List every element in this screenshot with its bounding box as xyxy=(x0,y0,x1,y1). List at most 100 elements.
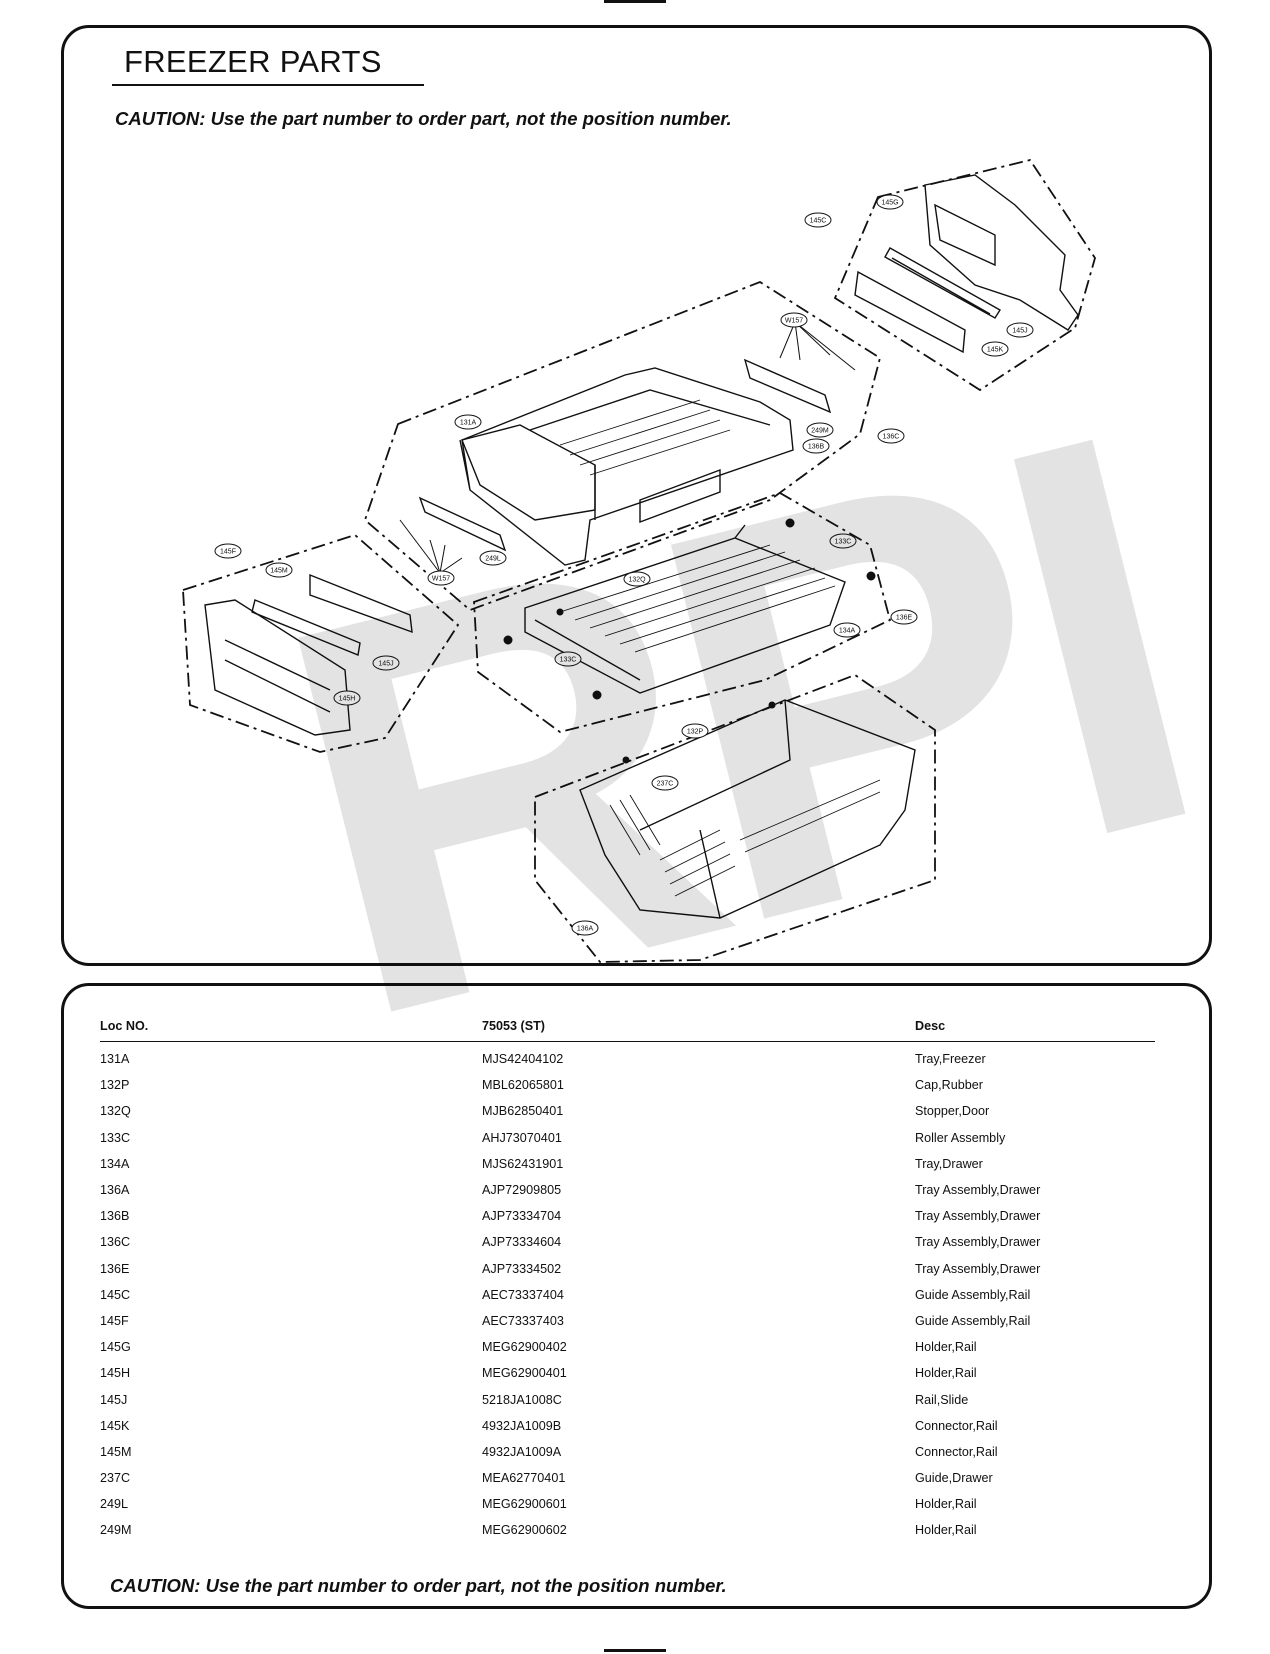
loc-no-cell: 145H xyxy=(100,1366,131,1381)
part-number-cell: AJP72909805 xyxy=(482,1183,562,1198)
part-number-cell: AEC73337404 xyxy=(482,1287,564,1302)
desc-cell: Connector,Rail xyxy=(915,1444,998,1459)
part-number-cell: MEG62900401 xyxy=(482,1366,567,1381)
callout-131A: 131A xyxy=(460,420,477,427)
desc-cell: Holder,Rail xyxy=(915,1366,977,1381)
loc-no-cell: 136C xyxy=(100,1235,131,1250)
callout-145M: 145M xyxy=(270,568,288,575)
desc-cell: Rail,Slide xyxy=(915,1392,969,1407)
loc-no-cell: 237C xyxy=(100,1471,131,1486)
callout-133C: 133C xyxy=(835,539,852,546)
callout-W157: W157 xyxy=(432,576,450,583)
table-row: 237C MEA62770401 Guide,Drawer xyxy=(100,1465,1155,1491)
table-row: 132Q MJB62850401 Stopper,Door xyxy=(100,1098,1155,1124)
basket-grill-136A xyxy=(609,779,881,897)
callout-136C: 136C xyxy=(883,434,900,441)
group-outline-136A xyxy=(534,673,936,963)
desc-cell: Stopper,Door xyxy=(915,1104,990,1119)
callout-136A: 136A xyxy=(577,926,594,933)
table-row: 136A AJP72909805 Tray Assembly,Drawer xyxy=(100,1177,1155,1203)
desc-cell: Guide Assembly,Rail xyxy=(915,1313,1031,1328)
desc-cell: Tray Assembly,Drawer xyxy=(915,1209,1041,1224)
group-outline-145F xyxy=(182,533,460,753)
callout-133C: 133C xyxy=(560,657,577,664)
loc-no-cell: 131A xyxy=(100,1052,130,1067)
tray-ribs-134A xyxy=(559,544,836,653)
part-number-cell: MJB62850401 xyxy=(482,1104,564,1119)
title-underline xyxy=(112,84,424,86)
group-outline-136C xyxy=(363,280,882,612)
callout-145K: 145K xyxy=(987,347,1004,354)
freezer-tray-131A xyxy=(459,367,794,566)
loc-no-cell: 132P xyxy=(100,1078,130,1093)
desc-cell: Holder,Rail xyxy=(915,1497,977,1512)
part-number-cell: MEA62770401 xyxy=(482,1471,566,1486)
rail-holder-249L xyxy=(418,496,507,552)
loc-no-cell: 145C xyxy=(100,1287,131,1302)
loc-no-cell: 133C xyxy=(100,1130,131,1145)
callout-132P: 132P xyxy=(687,729,704,736)
rail-holder-145H xyxy=(204,599,351,736)
part-number-cell: AJP73334604 xyxy=(482,1235,562,1250)
page-top-marker xyxy=(604,0,666,3)
diagram-panel xyxy=(61,25,1212,966)
page-title: FREEZER PARTS xyxy=(124,44,382,79)
caution-note-top: CAUTION: Use the part number to order pa… xyxy=(115,108,732,129)
part-number-cell: MEG62900402 xyxy=(482,1340,567,1355)
group-outline-136E xyxy=(473,492,892,733)
callout-145J: 145J xyxy=(378,661,393,668)
tray-insert-131A xyxy=(461,424,596,521)
group-outline-145C xyxy=(833,158,1096,392)
part-number-cell: AJP73334704 xyxy=(482,1209,562,1224)
callout-145H: 145H xyxy=(339,696,356,703)
exploded-parts-diagram: 145C 145G 145J 145K W157 131A 249M 136B … xyxy=(182,158,1096,963)
loc-no-cell: 132Q xyxy=(100,1104,131,1119)
part-number-cell: 5218JA1008C xyxy=(482,1392,562,1407)
slide-rail-145J-left xyxy=(251,599,361,656)
table-row: 134A MJS62431901 Tray,Drawer xyxy=(100,1151,1155,1177)
column-header-loc-no: Loc NO. xyxy=(100,1015,482,1042)
loc-no-cell: 145K xyxy=(100,1418,130,1433)
rail-connector-145K xyxy=(854,270,966,354)
desc-cell: Tray,Freezer xyxy=(915,1052,986,1067)
part-number-cell: MEG62900602 xyxy=(482,1523,567,1538)
part-number-cell: 4932JA1009A xyxy=(482,1444,562,1459)
part-number-cell: MEG62900601 xyxy=(482,1497,567,1512)
loc-no-cell: 145J xyxy=(100,1392,128,1407)
desc-cell: Guide,Drawer xyxy=(915,1471,993,1486)
part-number-cell: MJS62431901 xyxy=(482,1156,564,1171)
table-row: 131A MJS42404102 Tray,Freezer xyxy=(100,1042,1155,1073)
rail-holder-145G xyxy=(924,174,1079,331)
table-row: 145J 5218JA1008C Rail,Slide xyxy=(100,1386,1155,1412)
loc-no-cell: 249M xyxy=(100,1523,132,1538)
part-number-cell: AJP73334502 xyxy=(482,1261,562,1276)
callout-249L: 249L xyxy=(485,556,501,563)
desc-cell: Roller Assembly xyxy=(915,1130,1006,1145)
desc-cell: Holder,Rail xyxy=(915,1340,977,1355)
loc-no-cell: 134A xyxy=(100,1156,130,1171)
part-number-cell: MJS42404102 xyxy=(482,1052,564,1067)
desc-cell: Tray,Drawer xyxy=(915,1156,983,1171)
column-header-desc: Desc xyxy=(915,1015,1155,1042)
callout-145J: 145J xyxy=(1012,328,1027,335)
callout-136E: 136E xyxy=(896,615,913,622)
callout-237C: 237C xyxy=(657,781,674,788)
loc-no-cell: 136E xyxy=(100,1261,130,1276)
tray-grill-131A xyxy=(559,399,731,476)
callout-134A: 134A xyxy=(839,628,856,635)
callout-249M: 249M xyxy=(811,428,829,435)
desc-cell: Tray Assembly,Drawer xyxy=(915,1183,1041,1198)
loc-no-cell: 136A xyxy=(100,1183,130,1198)
rail-holder-249M xyxy=(743,358,832,414)
callout-W157: W157 xyxy=(785,318,803,325)
desc-cell: Holder,Rail xyxy=(915,1523,977,1538)
